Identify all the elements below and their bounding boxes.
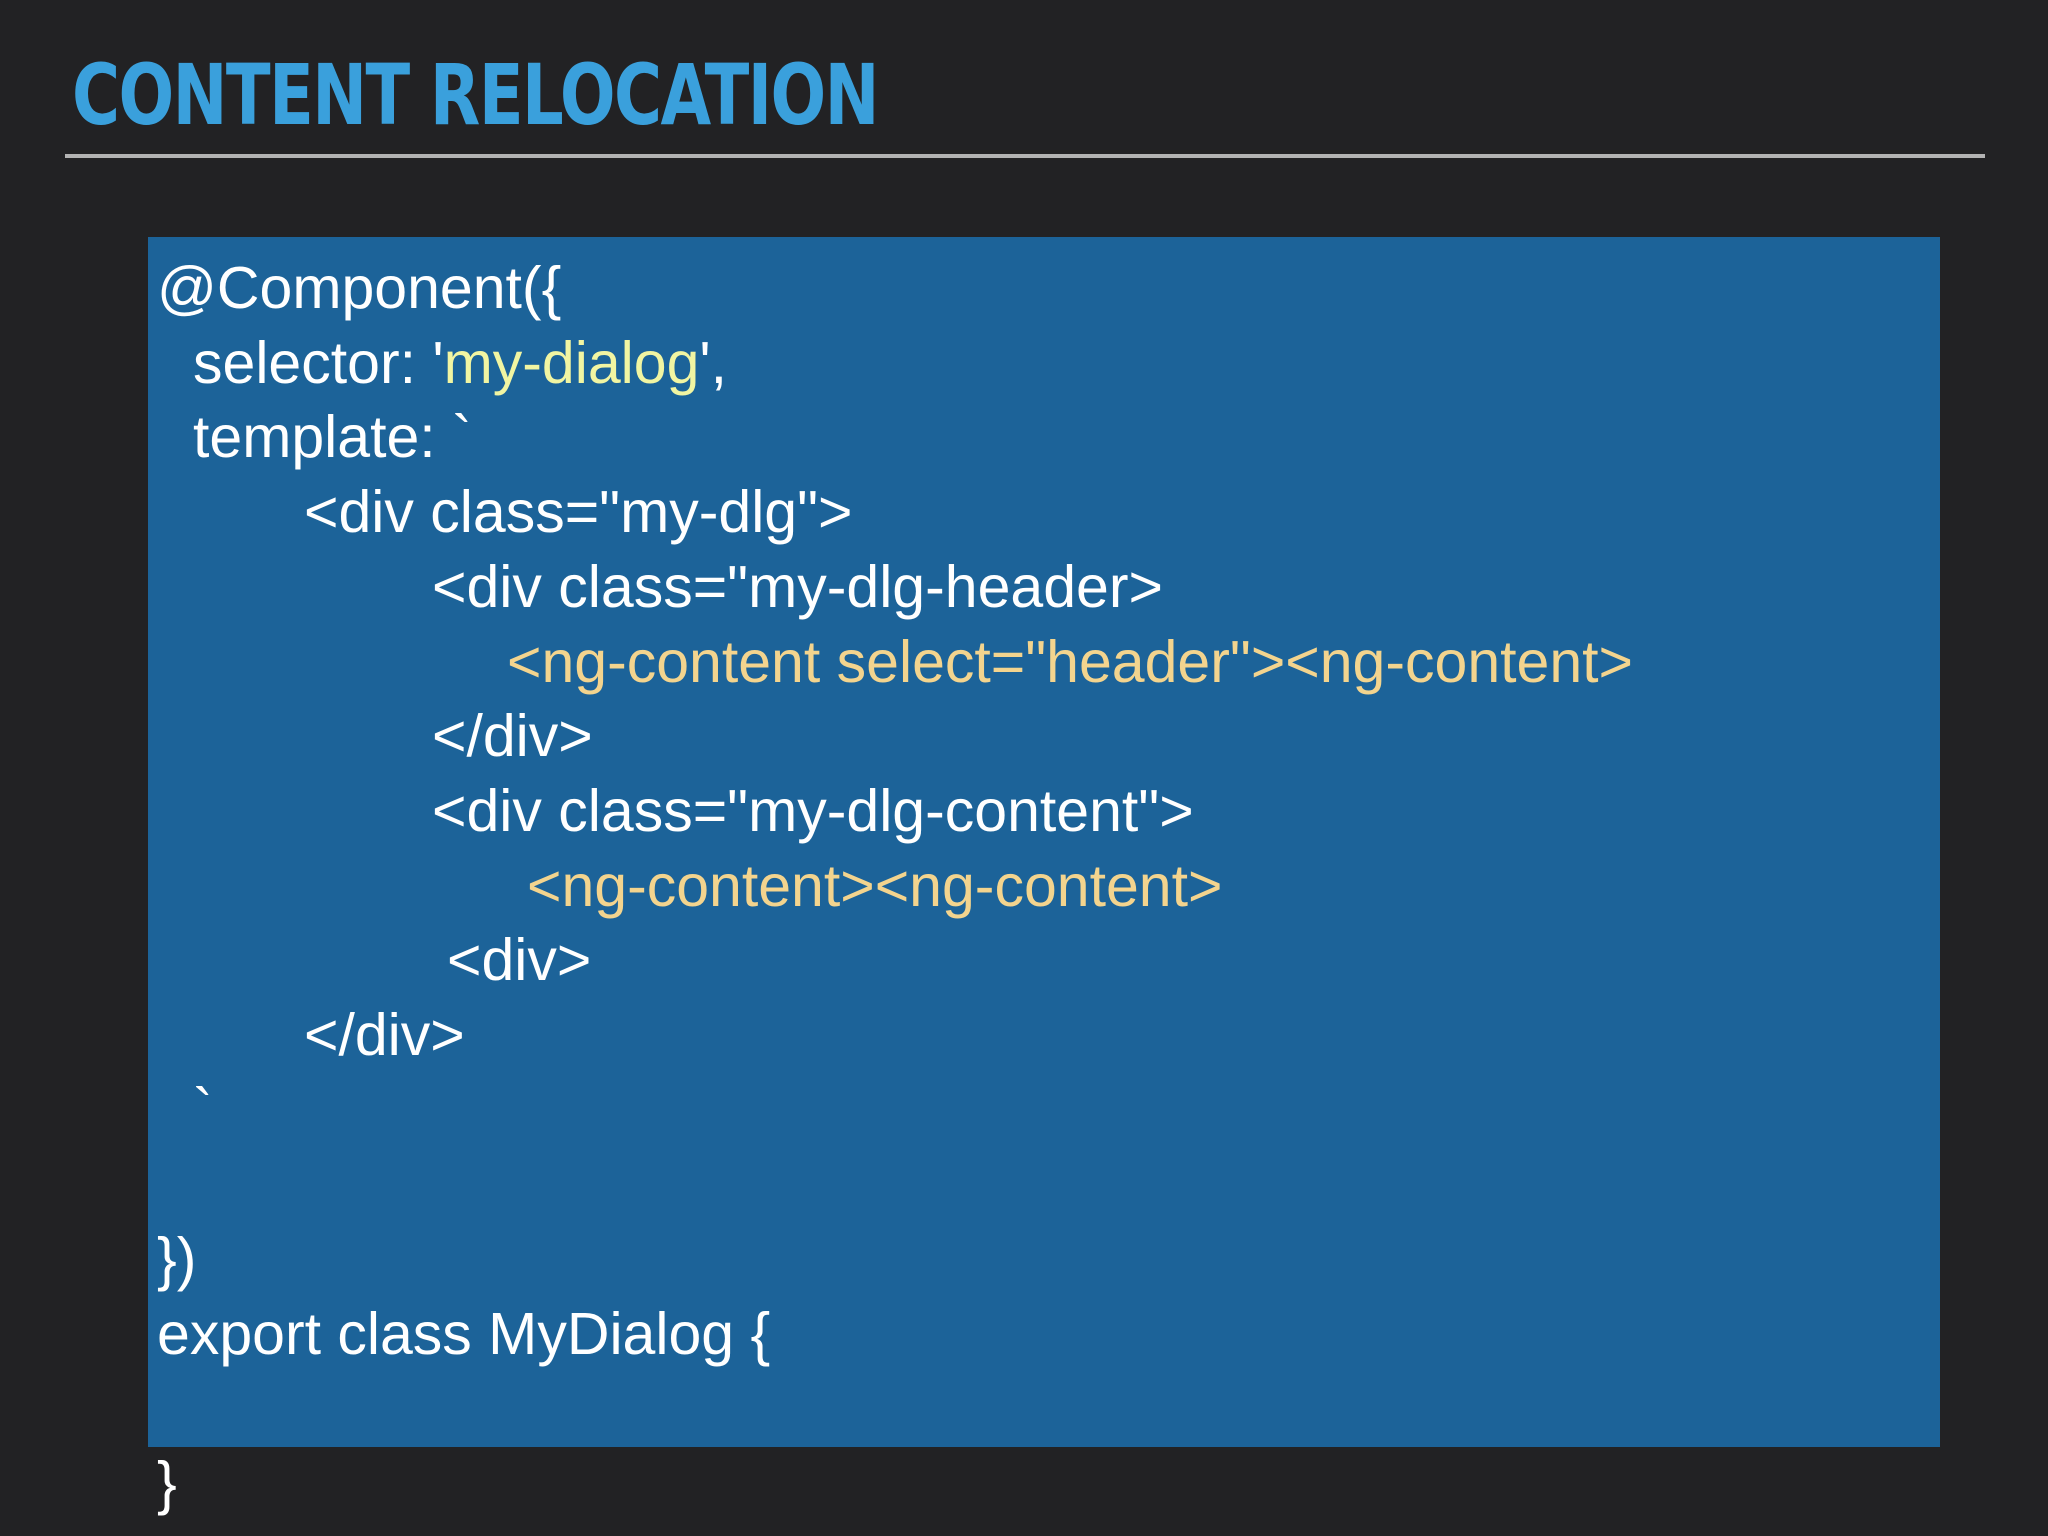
code-block: @Component({selector: 'my-dialog',templa… [148, 237, 1940, 1516]
code-token: <div> [447, 927, 592, 994]
code-line: export class MyDialog { [157, 1299, 770, 1369]
code-token: ` [193, 1076, 213, 1143]
code-line: <div class="my-dlg-content"> [432, 776, 1194, 846]
code-token: ', [699, 329, 728, 396]
code-line: <ng-content><ng-content> [527, 851, 1222, 921]
code-token: <div class="my-dlg-header> [432, 553, 1163, 620]
code-line: <div> [447, 925, 591, 995]
code-token: <div class="my-dlg"> [304, 479, 853, 546]
code-line: ` [193, 1075, 213, 1145]
code-line: </div> [304, 1000, 465, 1070]
code-token: <div class="my-dlg-content"> [432, 777, 1194, 844]
slide-title: CONTENT RELOCATION [72, 46, 880, 144]
code-line: <ng-content select="header"><ng-content> [507, 627, 1633, 697]
code-token: selector: ' [193, 329, 444, 396]
code-line: @Component({ [157, 253, 561, 323]
code-line: </div> [432, 701, 593, 771]
code-token: export class MyDialog { [157, 1300, 771, 1367]
code-line: }) [157, 1224, 196, 1294]
code-token: template: ` [193, 404, 472, 471]
code-line: template: ` [193, 402, 472, 472]
code-line: } [157, 1448, 177, 1518]
code-token: } [157, 1450, 177, 1517]
code-token: @Component({ [157, 255, 562, 321]
code-token: </div> [432, 703, 593, 770]
title-divider [65, 154, 1985, 158]
code-ng-content-token: <ng-content><ng-content> [527, 852, 1223, 919]
code-token: }) [157, 1226, 197, 1293]
code-token: </div> [304, 1002, 465, 1068]
code-ng-content-token: <ng-content select="header"><ng-content> [507, 628, 1634, 695]
code-line: <div class="my-dlg-header> [432, 552, 1163, 622]
code-line: selector: 'my-dialog', [193, 328, 727, 398]
code-line: <div class="my-dlg"> [304, 477, 853, 547]
code-string-token: my-dialog [443, 329, 700, 396]
